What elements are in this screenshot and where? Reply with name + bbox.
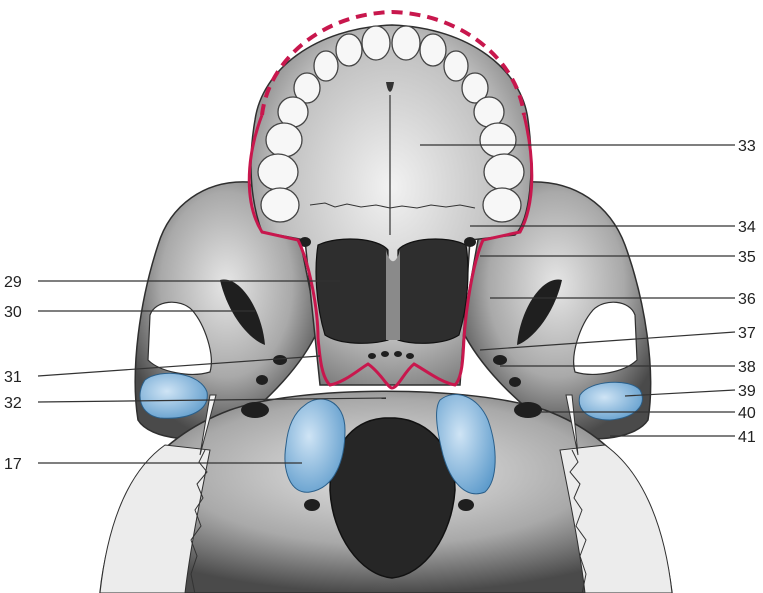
label-38: 38 xyxy=(738,359,756,376)
left-choana xyxy=(316,239,388,343)
label-32: 32 xyxy=(4,395,22,412)
left-articular-surface xyxy=(140,373,207,418)
label-35: 35 xyxy=(738,249,756,266)
label-40: 40 xyxy=(738,405,756,422)
label-41: 41 xyxy=(738,429,756,446)
label-17: 17 xyxy=(4,456,22,473)
label-30: 30 xyxy=(4,304,22,321)
label-29: 29 xyxy=(4,274,22,291)
right-choana xyxy=(398,239,468,343)
label-31: 31 xyxy=(4,369,22,386)
label-33: 33 xyxy=(738,138,756,155)
label-36: 36 xyxy=(738,291,756,308)
vomer xyxy=(386,250,400,340)
label-37: 37 xyxy=(738,325,756,342)
label-39: 39 xyxy=(738,383,756,400)
label-34: 34 xyxy=(738,219,756,236)
